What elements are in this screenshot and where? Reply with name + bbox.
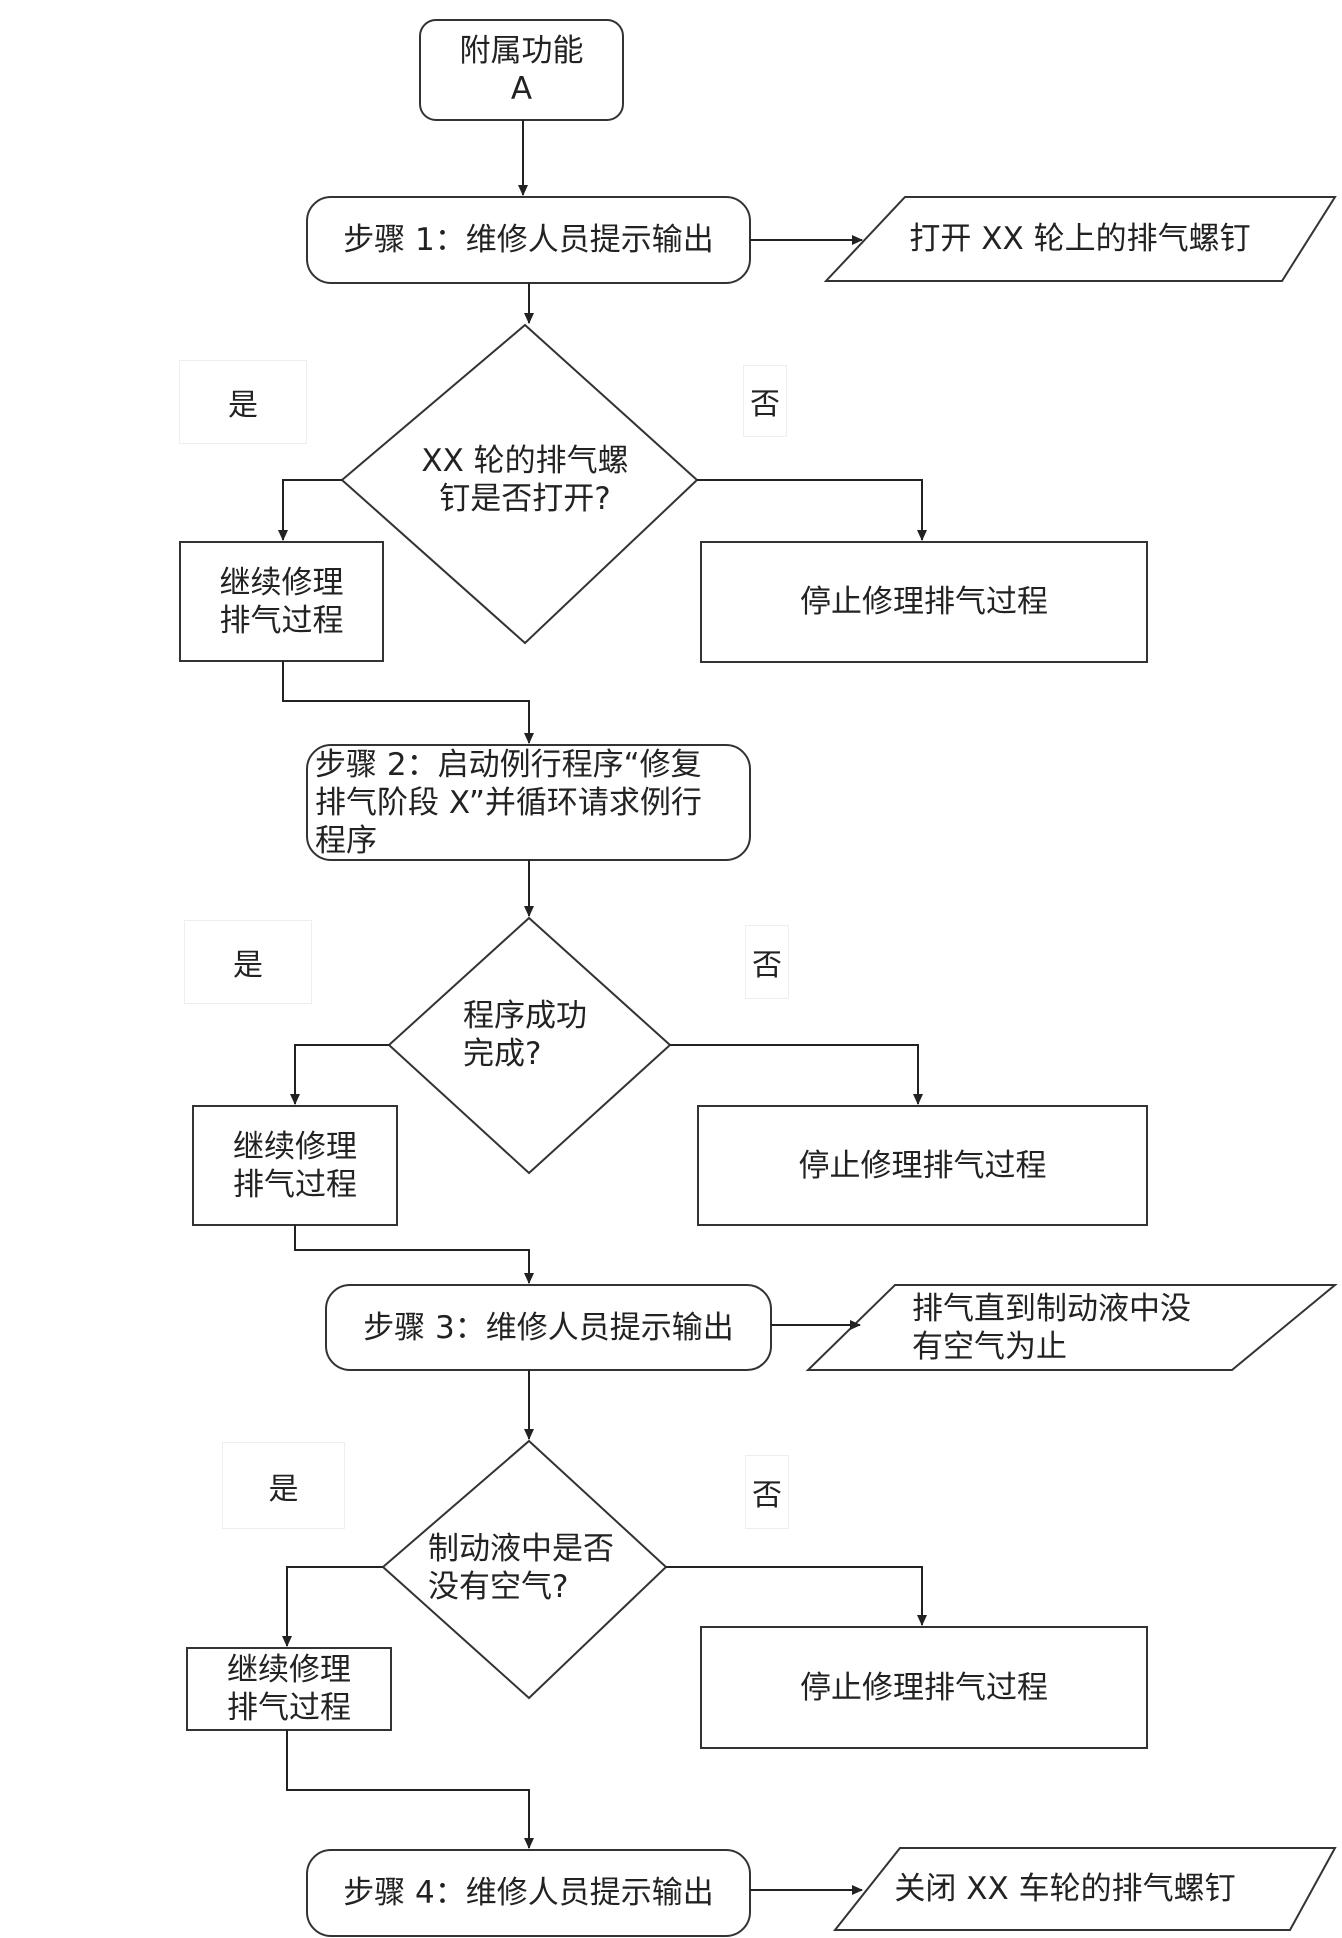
arrow-decision1-yes <box>278 479 342 541</box>
decision1-yes-label: 是 <box>179 360 307 444</box>
start-terminal <box>419 19 624 121</box>
step2-text: 步骤 2：启动例行程序“修复 排气阶段 X”并循环请求例行 程序 <box>315 746 702 859</box>
step4-box <box>306 1849 751 1937</box>
decision2-diamond <box>387 916 672 1175</box>
step3-text: 步骤 3：维修人员提示输出 <box>363 1309 734 1346</box>
output3-shape <box>805 1284 1338 1371</box>
arrow-decision2-no <box>670 1044 923 1105</box>
output4-text: 关闭 XX 车轮的排气螺钉 <box>894 1871 1236 1907</box>
output3-text: 排气直到制动液中没 有空气为止 <box>912 1290 1191 1365</box>
step1-text: 步骤 1：维修人员提示输出 <box>343 222 714 258</box>
continue2-text: 继续修理 排气过程 <box>233 1128 357 1203</box>
continue3-text: 继续修理 排气过程 <box>227 1652 351 1726</box>
output4-shape <box>832 1847 1337 1931</box>
arrow-decision3-yes <box>282 1566 383 1647</box>
continue1-text: 继续修理 排气过程 <box>219 564 344 639</box>
start-text: 附属功能 A <box>459 33 584 107</box>
decision2-yes-label: 是 <box>184 920 312 1004</box>
output1-shape <box>823 196 1337 282</box>
decision3-no-label: 否 <box>745 1455 789 1529</box>
stop1-box <box>700 541 1148 663</box>
arrow-decision2-yes <box>290 1044 389 1105</box>
step3-box <box>325 1284 772 1371</box>
arrow-decision1-no <box>697 479 927 541</box>
decision1-no-label: 否 <box>743 365 787 437</box>
stop2-box <box>697 1105 1148 1226</box>
stop3-text: 停止修理排气过程 <box>800 1669 1048 1706</box>
decision1-diamond <box>340 323 699 645</box>
arrow-decision3-no <box>666 1566 927 1626</box>
arrow-continue1-step2 <box>282 661 534 744</box>
step4-text: 步骤 4：维修人员提示输出 <box>343 1875 714 1911</box>
decision3-diamond <box>381 1439 668 1700</box>
stop1-text: 停止修理排气过程 <box>800 584 1048 620</box>
arrow-continue3-step4 <box>286 1730 534 1849</box>
decision1-text: XX 轮的排气螺 钉是否打开? <box>421 443 629 517</box>
stop2-text: 停止修理排气过程 <box>798 1147 1047 1184</box>
stop3-box <box>700 1626 1148 1749</box>
decision3-text: 制动液中是否 没有空气? <box>428 1530 614 1605</box>
decision2-no-label: 否 <box>745 925 789 999</box>
arrow-continue2-step3 <box>294 1225 534 1284</box>
continue3-box <box>186 1647 392 1731</box>
output1-text: 打开 XX 轮上的排气螺钉 <box>909 221 1251 257</box>
decision2-text: 程序成功 完成? <box>463 998 587 1072</box>
continue1-box <box>179 541 384 662</box>
decision3-yes-label: 是 <box>222 1442 345 1529</box>
